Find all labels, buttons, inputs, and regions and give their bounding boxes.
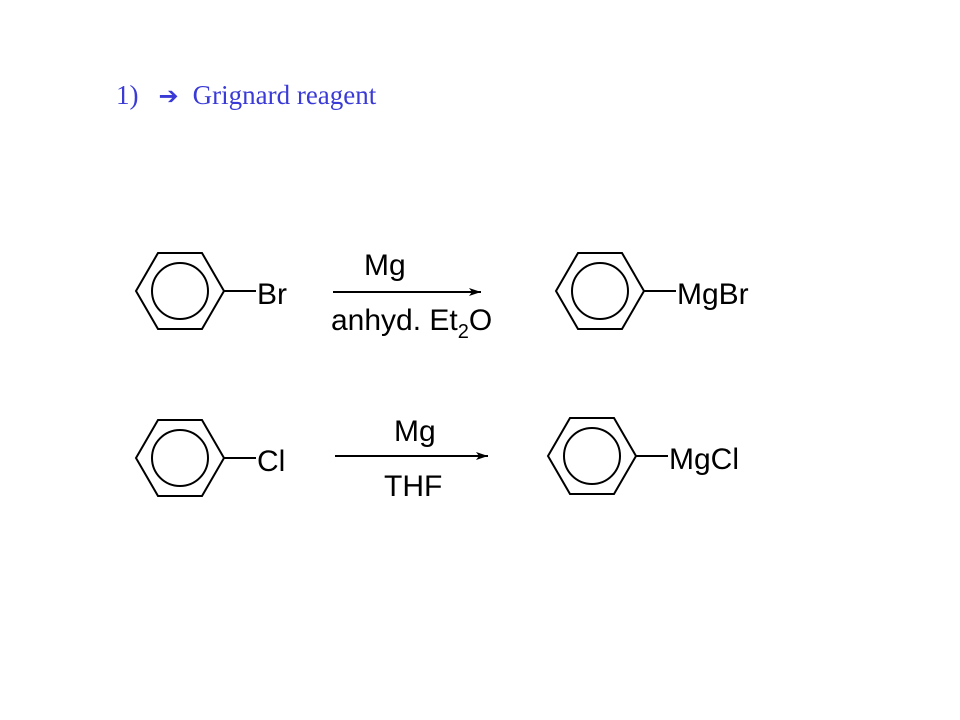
product-substituent-mgbr: MgBr: [677, 278, 749, 311]
benzene-ring-bromobenzene: [134, 252, 256, 330]
condition-tail: O: [469, 304, 492, 337]
reagent-mg-2: Mg: [394, 415, 436, 448]
condition-subscript: 2: [458, 321, 469, 343]
reactant-substituent-br: Br: [257, 278, 287, 311]
reaction-1: Br Mg anhyd. Et2O MgBr: [134, 249, 749, 343]
reagent-mg-1: Mg: [364, 249, 406, 282]
condition-thf: THF: [384, 470, 442, 503]
benzene-ring-phenylmagnesium-chloride: [546, 417, 668, 495]
reaction-2: Cl Mg THF MgCl: [134, 415, 739, 503]
reactant-substituent-cl: Cl: [257, 445, 285, 478]
heading-number: 1): [116, 80, 139, 110]
slide-heading: 1) ➔ Grignard reagent: [116, 80, 376, 111]
heading-title: Grignard reagent: [192, 80, 377, 110]
product-substituent-mgcl: MgCl: [669, 443, 739, 476]
benzene-ring-phenylmagnesium-bromide: [554, 252, 676, 330]
condition-anhyd-et2o: anhyd. Et2O: [331, 304, 492, 343]
benzene-ring-chlorobenzene: [134, 419, 256, 497]
condition-main: anhyd. Et: [331, 304, 458, 337]
right-arrow-icon: ➔: [158, 82, 179, 110]
